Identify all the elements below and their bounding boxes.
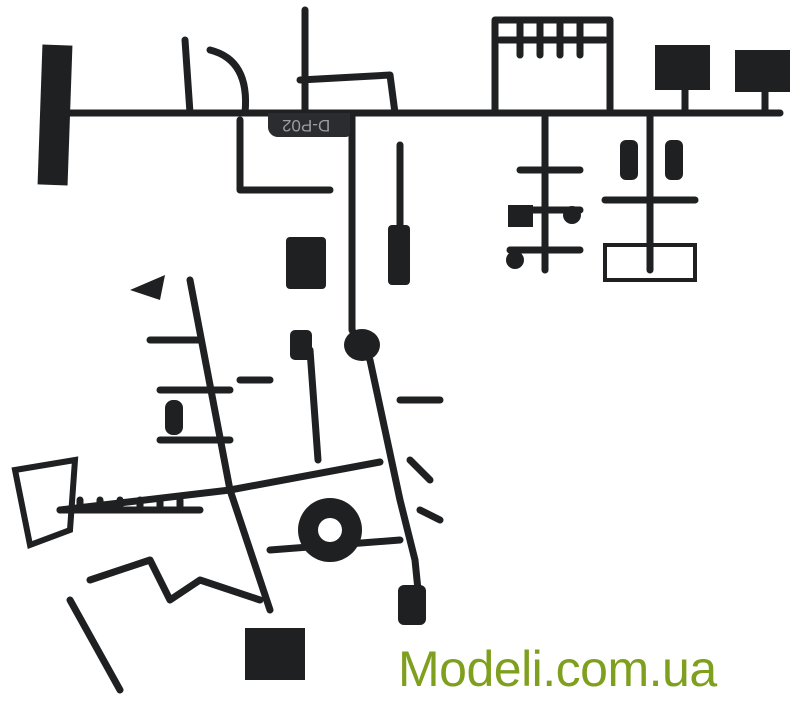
sprue-code-text: D-P02 [282,116,331,135]
center-runner [348,109,424,614]
watermark-text: Modeli.com.ua [398,641,717,697]
sprue-label-tab [268,113,350,137]
left-runner [186,276,274,614]
